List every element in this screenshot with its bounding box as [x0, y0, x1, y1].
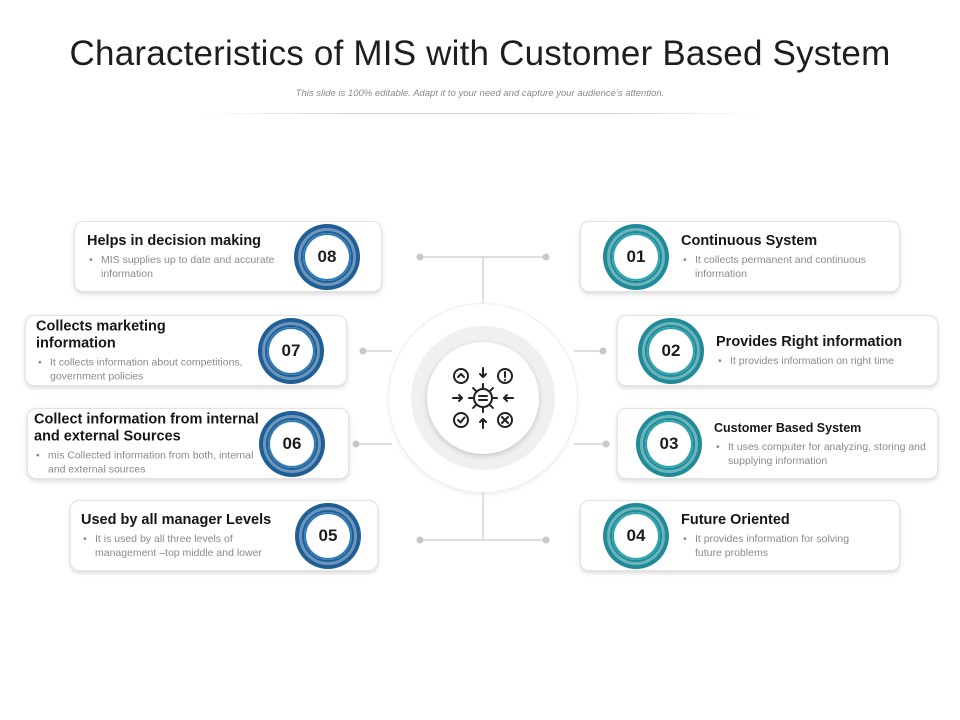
item-description: It uses computer for analyzing, storing … — [714, 440, 929, 468]
number-badge-03: 03 — [636, 411, 702, 477]
item-description: mis Collected information from both, int… — [34, 448, 266, 476]
number-badge-06: 06 — [259, 411, 325, 477]
number-badge-05: 05 — [295, 503, 361, 569]
badge-number: 07 — [281, 341, 301, 360]
item-description: It is used by all three levels of manage… — [81, 532, 296, 560]
badge-number: 06 — [282, 434, 302, 453]
badge-number: 04 — [626, 526, 646, 545]
number-badge-04: 04 — [603, 503, 669, 569]
badge-number: 01 — [626, 247, 646, 266]
badge-number: 02 — [661, 341, 681, 360]
number-badge-01: 01 — [603, 224, 669, 290]
badge-number: 03 — [659, 434, 679, 453]
title-divider — [200, 113, 760, 114]
number-badge-08: 08 — [294, 224, 360, 290]
item-title: Collect information from internal and ex… — [34, 411, 259, 444]
item-description: It provides information on right time — [716, 354, 931, 368]
badge-number: 08 — [317, 247, 337, 266]
item-description: It collects information about competitio… — [36, 355, 256, 383]
item-title: Used by all manager Levels — [81, 511, 272, 528]
page-title: Characteristics of MIS with Customer Bas… — [69, 34, 891, 73]
item-title: Collects marketing information — [36, 318, 166, 351]
number-badge-07: 07 — [258, 318, 324, 384]
item-description: MIS supplies up to date and accurate inf… — [87, 253, 287, 281]
item-title: Future Oriented — [681, 511, 790, 528]
hub-inner-circle — [427, 342, 539, 454]
page-subtitle: This slide is 100% editable. Adapt it to… — [295, 88, 665, 99]
item-description: It provides information for solving futu… — [681, 532, 871, 560]
item-description: It collects permanent and continuous inf… — [681, 253, 891, 281]
item-title: Customer Based System — [714, 420, 862, 435]
number-badge-02: 02 — [638, 318, 704, 384]
item-title: Continuous System — [681, 232, 818, 249]
gear-hub-icon — [452, 367, 514, 429]
badge-number: 05 — [318, 526, 338, 545]
item-title: Provides Right information — [716, 333, 903, 350]
item-title: Helps in decision making — [87, 232, 262, 249]
